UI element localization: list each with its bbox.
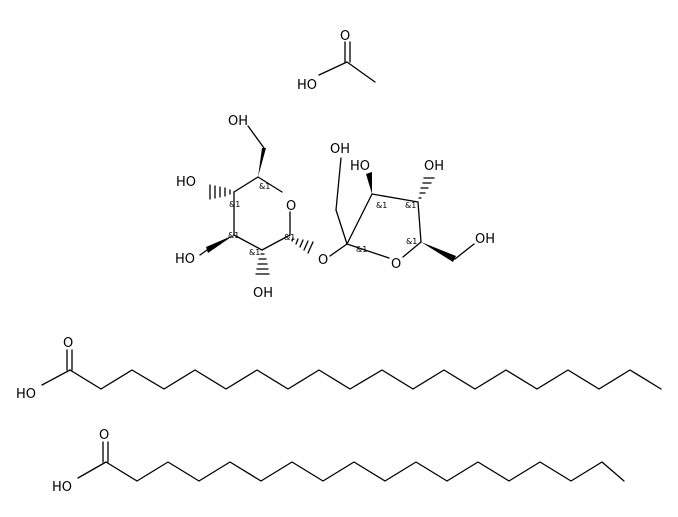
bond [318, 61, 348, 76]
stereo-label: &1 [406, 237, 417, 246]
bond [346, 193, 373, 245]
bond [346, 243, 390, 259]
hydroxymethyl-right-oh-label: OH [475, 232, 495, 247]
bond [329, 243, 348, 257]
c4-hydroxyl-label: HO [176, 175, 196, 190]
bond [257, 176, 283, 193]
stereo-label: &1 [405, 201, 416, 210]
bond [199, 249, 208, 256]
carboxyl-hydroxyl-label: HO [16, 387, 36, 402]
alkyl-chain [69, 369, 662, 390]
stereo-label: &1 [356, 245, 367, 254]
hashed-bond [255, 253, 270, 275]
bond [335, 157, 342, 211]
carbonyl-oxygen-label: O [340, 29, 350, 44]
c2-hydroxyl-label: OH [253, 286, 273, 301]
fructofuranose-ring: OH HO OH OH O &1 &1 &1 &1 [329, 142, 495, 272]
hydroxymethyl-top-oh-label: OH [330, 142, 350, 157]
wedge-bond [421, 242, 456, 262]
stereo-label: &1 [259, 182, 270, 191]
hashed-bond [418, 177, 435, 199]
bond [402, 241, 422, 258]
c3-hydroxyl-label: HO [175, 252, 195, 267]
fatty-acid-long: HO O [16, 336, 662, 402]
stereo-label: &1 [229, 200, 240, 209]
stereo-label: &1 [376, 201, 387, 210]
hydroxymethyl-oh-label: OH [228, 114, 248, 129]
fatty-acid-short: HO O [52, 428, 625, 495]
carbonyl-oxygen-label: O [99, 428, 109, 443]
glucopyranose-ring: OH HO HO OH O O &1 &1 &1 &1 &1 [175, 114, 328, 301]
bond [77, 461, 107, 479]
wedge-bond [366, 172, 372, 194]
carboxyl-hydroxyl-label: HO [52, 480, 72, 495]
alkyl-chain [105, 461, 625, 482]
stereo-label: &1 [228, 231, 239, 240]
hashed-bond [209, 184, 231, 200]
wedge-bond [258, 148, 266, 177]
wedge-bond [206, 235, 234, 253]
stereo-label: &1 [284, 233, 295, 242]
bond [335, 209, 348, 245]
ring-oxygen-label: O [286, 199, 296, 214]
carbonyl-oxygen-label: O [63, 336, 73, 351]
bond [417, 201, 422, 243]
bond [261, 234, 291, 251]
bond [247, 125, 265, 149]
hashed-bond [291, 237, 314, 254]
bond [233, 176, 259, 193]
c3-hydroxyl-label: HO [350, 159, 370, 174]
bond [233, 234, 263, 251]
bond [371, 193, 419, 203]
c4-hydroxyl-label: OH [424, 159, 444, 174]
bond [454, 243, 475, 260]
hydroxyl-label: HO [297, 78, 317, 93]
ring-oxygen-label: O [391, 257, 401, 272]
stereo-label: &1 [249, 248, 260, 257]
bond [41, 369, 71, 386]
glycosidic-oxygen-label: O [318, 253, 328, 268]
bond [346, 61, 376, 83]
acetic-acid: HO O [297, 29, 376, 93]
